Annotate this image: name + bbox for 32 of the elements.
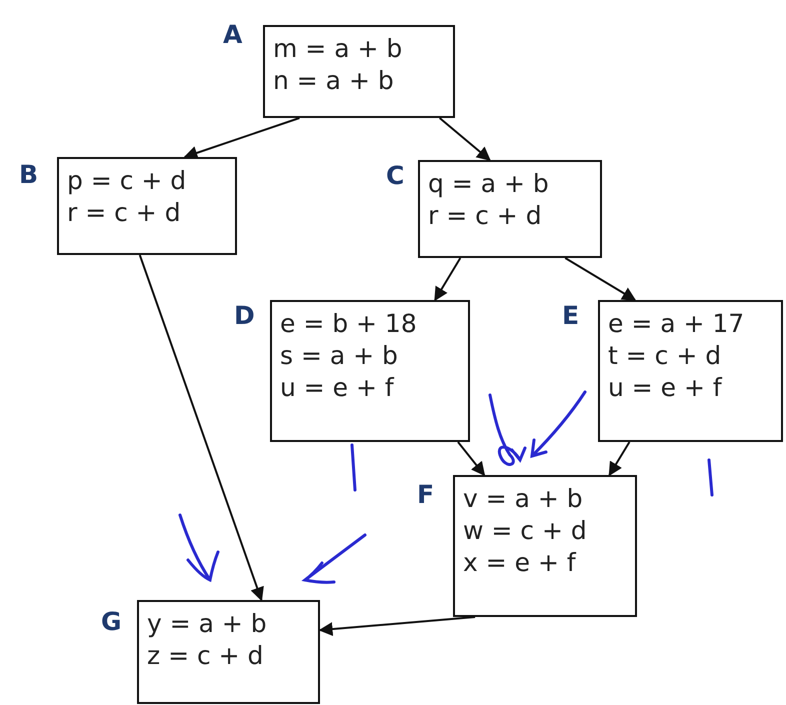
block-label: E — [562, 300, 580, 332]
arrow — [183, 117, 300, 160]
assignment-statement: e = a + 17 — [608, 308, 744, 340]
assignment-statement: p = c + d — [67, 165, 186, 197]
arrow — [434, 257, 462, 302]
assignment-statement: r = c + d — [67, 197, 181, 229]
assignment-statement: n = a + b — [273, 65, 394, 97]
assignment-statement: z = c + d — [147, 640, 264, 672]
assignment-statement: y = a + b — [147, 608, 267, 640]
assignment-statement: u = e + f — [608, 372, 722, 404]
assignment-statement: q = a + b — [428, 168, 549, 200]
assignment-statement: e = b + 18 — [280, 308, 417, 340]
arrow — [457, 441, 486, 476]
assignment-statement: m = a + b — [273, 33, 402, 65]
block-label: C — [386, 160, 404, 192]
block-label: F — [417, 479, 434, 511]
arrow — [564, 257, 636, 301]
assignment-statement: u = e + f — [280, 372, 394, 404]
block-label: D — [234, 300, 255, 332]
assignment-statement: s = a + b — [280, 340, 398, 372]
assignment-statement: w = c + d — [463, 515, 587, 547]
block-label: B — [19, 159, 38, 191]
arrow — [608, 441, 630, 476]
arrow — [439, 117, 491, 161]
assignment-statement: r = c + d — [428, 200, 542, 232]
assignment-statement: v = a + b — [463, 483, 583, 515]
arrow — [138, 254, 264, 602]
assignment-statement: t = c + d — [608, 340, 722, 372]
block-label: A — [223, 19, 242, 51]
assignment-statement: x = e + f — [463, 547, 576, 579]
arrow — [318, 616, 476, 636]
block-label: G — [101, 606, 122, 638]
